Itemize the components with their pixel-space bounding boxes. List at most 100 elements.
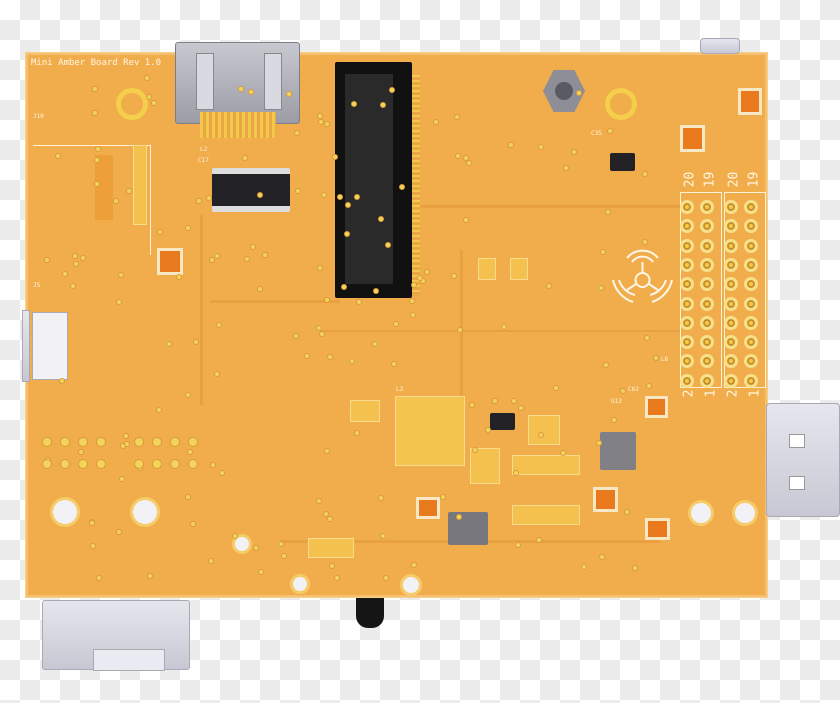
- pin-row-pad: [134, 459, 144, 469]
- via: [124, 440, 131, 447]
- via: [316, 265, 323, 272]
- via: [341, 284, 348, 291]
- via: [261, 251, 268, 258]
- via: [410, 562, 417, 569]
- header-pin: [680, 335, 694, 350]
- via: [115, 528, 122, 535]
- header-pin: [744, 335, 758, 350]
- label-c17: C17: [198, 157, 209, 164]
- via: [116, 299, 123, 306]
- via: [356, 299, 363, 306]
- via: [72, 252, 79, 259]
- header-pin: [680, 238, 694, 253]
- via: [319, 330, 326, 337]
- pad: [350, 400, 380, 422]
- via: [143, 75, 150, 82]
- header-pin: [700, 315, 714, 330]
- pin-row-pad: [96, 459, 106, 469]
- header-pin: [724, 335, 738, 350]
- pin-row-pad: [96, 437, 106, 447]
- via: [645, 382, 652, 389]
- hdmi-connector-icon[interactable]: [175, 42, 300, 124]
- via: [206, 194, 213, 201]
- via: [155, 407, 162, 414]
- header-pin: [744, 277, 758, 292]
- via: [258, 568, 265, 575]
- label-c35: C35: [591, 130, 602, 137]
- label-l3: L3: [396, 386, 404, 393]
- via: [72, 261, 79, 268]
- header-2-pin19-label: 19: [746, 171, 762, 188]
- via: [157, 228, 164, 235]
- mounting-ring: [116, 88, 148, 120]
- jst-connector[interactable]: [32, 312, 68, 380]
- via: [123, 433, 130, 439]
- via: [327, 354, 334, 361]
- via: [560, 450, 567, 457]
- header-pin: [700, 219, 714, 234]
- power-switch[interactable]: [356, 598, 384, 628]
- header-2-pin2-label: 2: [725, 389, 741, 398]
- via: [94, 146, 101, 153]
- inductor-l3: [395, 396, 465, 466]
- usb-connector-icon[interactable]: [42, 600, 190, 671]
- via: [372, 341, 379, 348]
- via: [553, 385, 560, 392]
- via: [378, 215, 385, 222]
- usb-connector-icon[interactable]: [766, 403, 840, 517]
- header-pin: [680, 257, 694, 272]
- via: [232, 533, 239, 540]
- small-ic: [490, 413, 515, 430]
- via: [80, 254, 87, 261]
- via: [538, 144, 545, 150]
- hdmi-latch: [264, 53, 282, 110]
- header-pin: [744, 200, 758, 214]
- via: [214, 370, 221, 377]
- header-pin: [724, 373, 738, 388]
- via: [536, 536, 542, 543]
- via: [598, 284, 605, 291]
- header-pin: [680, 373, 694, 388]
- via: [210, 462, 217, 469]
- audio-jack[interactable]: [700, 38, 740, 54]
- fpc-slot: [345, 74, 393, 284]
- via: [185, 224, 192, 231]
- mounting-hole: [688, 500, 714, 526]
- via: [118, 272, 125, 279]
- via: [323, 120, 330, 127]
- header-pin: [700, 373, 714, 388]
- pad: [470, 448, 500, 484]
- mounting-hole: [290, 574, 310, 594]
- header-pin: [744, 257, 758, 272]
- via: [242, 155, 249, 162]
- via: [243, 255, 250, 262]
- trace: [210, 300, 340, 303]
- via: [93, 157, 100, 164]
- via: [112, 198, 119, 205]
- via: [455, 152, 462, 159]
- via: [146, 93, 153, 100]
- label-j5: J5: [33, 282, 41, 289]
- header-pin: [680, 200, 694, 214]
- header-pin: [680, 354, 694, 369]
- via: [190, 521, 197, 528]
- via: [92, 109, 99, 116]
- via: [327, 515, 334, 522]
- via: [545, 283, 552, 290]
- via: [580, 564, 587, 571]
- via: [389, 87, 396, 94]
- via: [463, 216, 470, 223]
- mounting-hole: [50, 497, 80, 527]
- via: [328, 563, 335, 570]
- pin-row-pad: [60, 437, 70, 447]
- via: [186, 448, 193, 455]
- via: [642, 170, 649, 177]
- via: [248, 88, 255, 95]
- pad: [512, 455, 580, 475]
- pin-row-pad: [152, 437, 162, 447]
- label-j10: J10: [33, 113, 44, 120]
- via: [410, 311, 417, 318]
- via: [563, 165, 570, 172]
- via: [252, 544, 259, 551]
- fpc-connector-icon[interactable]: [335, 62, 412, 298]
